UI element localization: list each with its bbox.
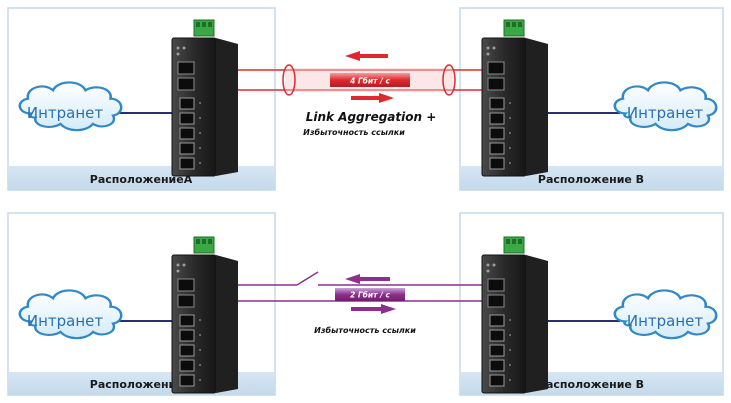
top-link-speed-label: 4 Гбит / с <box>350 77 390 86</box>
bottom-cloud-b-label: Интранет <box>627 312 704 330</box>
bottom-switch-b-icon <box>481 236 549 394</box>
bottom-switch-a-icon <box>171 236 239 394</box>
bottom-site-a-label: РасположениеА <box>90 378 193 391</box>
bottom-site-b-label: Расположение B <box>538 378 644 391</box>
top-switch-b-icon <box>481 19 549 177</box>
top-cloud-b-label: Интранет <box>627 104 704 122</box>
top-arrow-right-icon <box>351 93 394 103</box>
bottom-link-speed-label: 2 Гбит / с <box>350 291 390 300</box>
bottom-arrow-left-icon <box>345 274 390 284</box>
top-title-line2: Избыточность ссылки <box>303 127 405 137</box>
top-title-line1: Link Aggregation + <box>306 110 437 124</box>
top-site-b-label: Расположение B <box>538 173 644 186</box>
top-scenario: РасположениеА Расположение B Интранет Ин… <box>7 7 724 191</box>
bottom-caption: Избыточность ссылки <box>314 325 416 335</box>
top-switch-a-icon <box>171 19 239 177</box>
top-site-a-label: РасположениеА <box>90 173 193 186</box>
bottom-arrow-right-icon <box>351 304 396 314</box>
bottom-cloud-a-label: Интранет <box>27 312 104 330</box>
top-cloud-a-label: Интранет <box>27 104 104 122</box>
top-arrow-left-icon <box>345 51 388 61</box>
top-aggregated-links <box>190 64 498 96</box>
bottom-scenario: РасположениеА Расположение B Интранет Ин… <box>7 212 724 396</box>
